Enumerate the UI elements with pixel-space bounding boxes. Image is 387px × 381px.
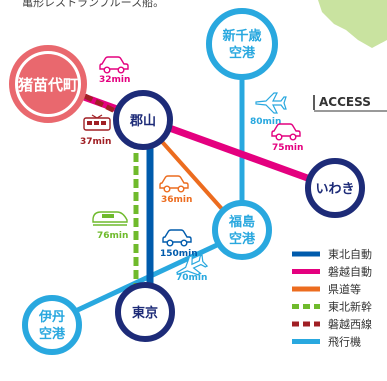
access-title: ACCESS — [319, 95, 371, 109]
station-itami-label-2: 空港 — [39, 326, 66, 342]
station-tokyo: 東京 — [115, 282, 175, 342]
station-fukushima-label-2: 空港 — [229, 231, 256, 247]
time-tokyo-fukushima-car: 150min — [160, 249, 198, 259]
airplane-icon — [255, 92, 287, 114]
car-icon — [162, 229, 192, 247]
route-airplane-itami — [50, 235, 234, 325]
car-icon — [159, 175, 189, 193]
station-fukushima-label-1: 福島 — [228, 214, 255, 230]
time-koriyama-fukushima-car: 36min — [161, 195, 192, 205]
legend-label: 磐越西線 — [328, 317, 372, 331]
station-fukushima-airport: 福島 空港 — [212, 200, 272, 260]
header-text: 亀形レストランプルース船。 — [22, 0, 164, 9]
time-tokyo-koriyama-shinkansen: 76min — [97, 231, 128, 241]
station-shinchitose-airport: 新千歳 空港 — [206, 8, 278, 80]
station-inawashiro: 猪苗代町 — [9, 45, 87, 123]
time-shinchitose-fukushima-plane: 80min — [250, 117, 281, 127]
station-tokyo-label: 東京 — [132, 305, 158, 321]
station-inawashiro-label: 猪苗代町 — [17, 76, 78, 94]
legend-item: 東北新幹 — [292, 300, 372, 314]
legend-label: 飛行機 — [328, 335, 361, 349]
legend-item: 東北自動 — [292, 247, 372, 261]
legend-item: 県道等 — [292, 282, 361, 296]
map-region-fragment — [318, 0, 387, 48]
station-iwaki-label: いわき — [315, 182, 354, 197]
station-itami-label-1: 伊丹 — [38, 309, 65, 325]
legend-label: 東北新幹 — [328, 300, 372, 314]
legend-label: 東北自動 — [328, 247, 372, 261]
car-icon — [271, 123, 301, 141]
station-iwaki: いわき — [305, 158, 365, 218]
time-inawashiro-koriyama-train: 37min — [80, 137, 111, 147]
time-koriyama-iwaki-car: 75min — [272, 143, 303, 153]
legend-item: 磐越西線 — [292, 317, 372, 331]
time-inawashiro-koriyama-car: 32min — [99, 75, 130, 85]
station-koriyama-label: 郡山 — [129, 113, 156, 129]
legend-item: 飛行機 — [292, 335, 361, 349]
train-icon — [83, 114, 111, 131]
station-shinchitose-label-2: 空港 — [229, 45, 256, 61]
shinkansen-icon — [92, 211, 128, 226]
station-shinchitose-label-1: 新千歳 — [222, 28, 261, 44]
airplane-icon — [176, 254, 209, 276]
car-icon — [99, 56, 129, 74]
legend-label: 磐越自動 — [328, 265, 372, 279]
time-itami-fukushima-plane: 70min — [176, 273, 207, 283]
station-itami-airport: 伊丹 空港 — [22, 295, 82, 355]
legend-label: 県道等 — [328, 282, 361, 296]
legend-item: 磐越自動 — [292, 265, 372, 279]
station-koriyama: 郡山 — [113, 90, 173, 150]
